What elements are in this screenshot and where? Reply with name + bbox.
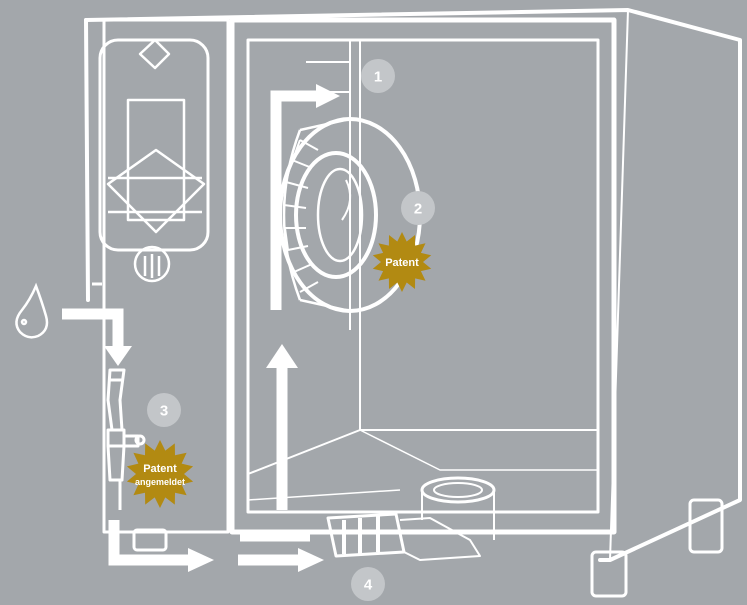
marker-4: 4 xyxy=(351,567,385,601)
marker-2: 2 xyxy=(401,191,435,225)
marker-3: 3 xyxy=(147,393,181,427)
marker-2-label: 2 xyxy=(414,201,422,218)
arrow-right-top xyxy=(316,84,340,108)
water-inlet-pipe xyxy=(62,314,132,366)
patent-badge-fan: Patent xyxy=(373,232,431,292)
patent-badge-fan-text: Patent xyxy=(385,257,419,269)
drain-pipe xyxy=(114,520,324,572)
patent-badge-valve-text-1: Patent xyxy=(143,463,177,475)
marker-1: 1 xyxy=(361,59,395,93)
marker-3-label: 3 xyxy=(160,403,168,420)
water-drop-icon xyxy=(16,286,47,337)
marker-4-label: 4 xyxy=(364,577,373,594)
patent-badge-valve: Patent angemeldet xyxy=(127,440,193,508)
logo-icon xyxy=(135,247,169,281)
drain-connector xyxy=(328,478,494,560)
arrow-up-return xyxy=(266,344,298,368)
fan-wheel xyxy=(280,40,420,330)
marker-1-label: 1 xyxy=(374,69,382,86)
patent-badge-valve-text-2: angemeldet xyxy=(135,477,185,487)
